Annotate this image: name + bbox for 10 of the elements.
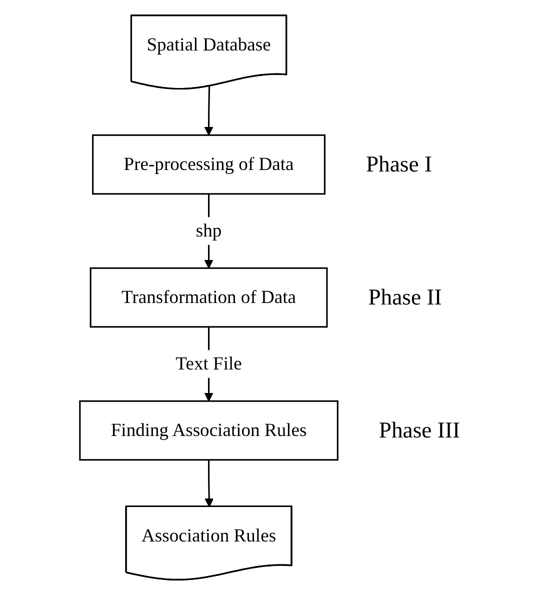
arrow [204, 460, 214, 508]
phase-label: Phase III [378, 418, 460, 443]
arrow [204, 86, 214, 136]
edge-label: shp [196, 220, 222, 241]
phase-label: Phase II [368, 284, 442, 310]
node-box: Transformation of Data [90, 267, 328, 328]
phase-label: Phase I [366, 152, 432, 177]
edge-label: Text File [176, 353, 242, 374]
node-box: Finding Association Rules [79, 400, 338, 461]
node-box: Pre-processing of Data [92, 134, 326, 195]
